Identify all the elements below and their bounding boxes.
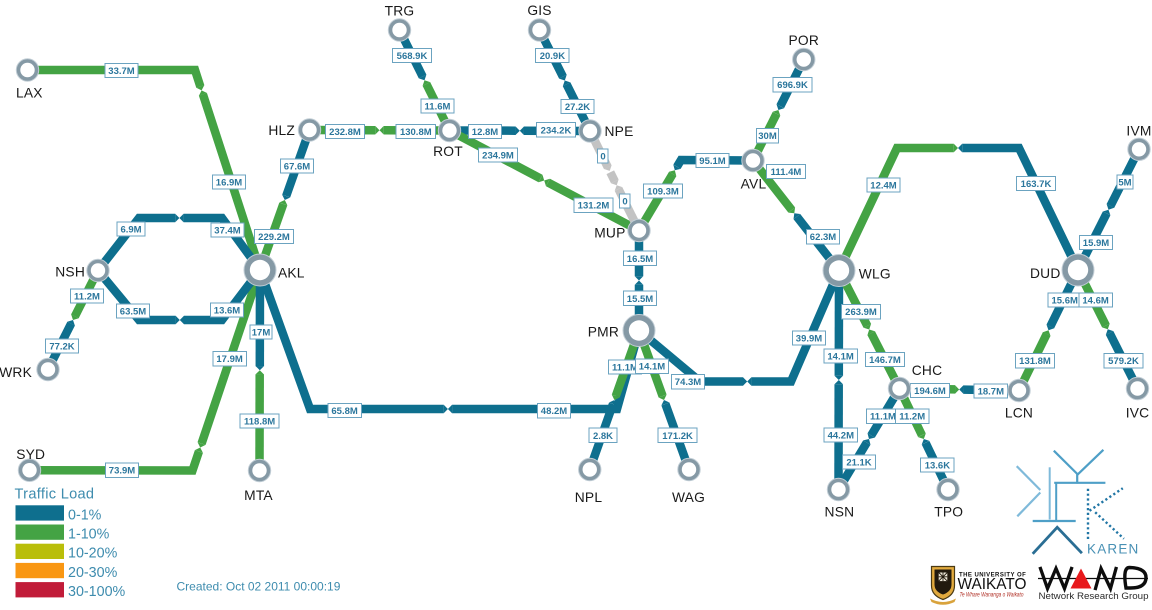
svg-text:65.8M: 65.8M: [331, 406, 357, 417]
svg-text:12.8M: 12.8M: [472, 127, 498, 138]
svg-text:12.4M: 12.4M: [870, 180, 896, 191]
svg-text:37.4M: 37.4M: [214, 225, 240, 236]
svg-text:NPE: NPE: [605, 124, 634, 139]
svg-text:ROT: ROT: [433, 144, 463, 159]
svg-text:74.3M: 74.3M: [675, 377, 701, 388]
svg-text:5M: 5M: [1118, 177, 1131, 188]
svg-text:13.6K: 13.6K: [925, 460, 950, 471]
svg-text:20-30%: 20-30%: [68, 565, 118, 581]
svg-text:17.9M: 17.9M: [216, 354, 242, 365]
svg-text:568.9K: 568.9K: [397, 51, 428, 62]
svg-text:Created: Oct 02 2011 00:00:19: Created: Oct 02 2011 00:00:19: [177, 580, 341, 594]
svg-text:DUD: DUD: [1030, 266, 1061, 281]
svg-text:AVL: AVL: [741, 177, 767, 192]
svg-text:11.2M: 11.2M: [74, 291, 100, 302]
svg-text:IVC: IVC: [1126, 406, 1150, 421]
svg-text:696.9K: 696.9K: [777, 80, 808, 91]
svg-text:33.7M: 33.7M: [108, 66, 134, 77]
svg-text:AKL: AKL: [278, 266, 305, 281]
svg-text:LCN: LCN: [1005, 406, 1033, 421]
svg-text:WAG: WAG: [672, 490, 705, 505]
svg-text:TPO: TPO: [934, 504, 963, 519]
svg-text:17M: 17M: [252, 327, 271, 338]
svg-text:PMR: PMR: [588, 325, 619, 340]
svg-text:SYD: SYD: [16, 447, 45, 462]
svg-text:77.2K: 77.2K: [49, 341, 74, 352]
svg-text:118.8M: 118.8M: [244, 416, 275, 427]
svg-text:MUP: MUP: [594, 226, 625, 241]
svg-text:WAIKATO: WAIKATO: [958, 576, 1027, 593]
svg-text:HLZ: HLZ: [268, 123, 295, 138]
svg-text:2.8K: 2.8K: [593, 431, 613, 442]
svg-text:163.7K: 163.7K: [1021, 179, 1052, 190]
svg-text:20.9K: 20.9K: [540, 51, 565, 62]
svg-text:63.5M: 63.5M: [120, 306, 146, 317]
svg-text:Traffic Load: Traffic Load: [15, 487, 95, 503]
svg-text:130.8M: 130.8M: [400, 127, 432, 138]
svg-text:27.2K: 27.2K: [565, 102, 590, 113]
svg-text:0: 0: [600, 151, 605, 162]
svg-text:15.9M: 15.9M: [1083, 238, 1109, 249]
svg-text:95.1M: 95.1M: [699, 156, 725, 167]
svg-text:131.2M: 131.2M: [578, 201, 610, 212]
svg-text:KAREN: KAREN: [1087, 542, 1140, 557]
svg-text:11.1M: 11.1M: [870, 412, 896, 423]
svg-text:WLG: WLG: [859, 267, 891, 282]
svg-text:44.2M: 44.2M: [828, 430, 854, 441]
svg-text:NPL: NPL: [575, 490, 603, 505]
svg-text:WRK: WRK: [0, 365, 33, 380]
svg-text:TRG: TRG: [385, 4, 415, 19]
svg-text:111.4M: 111.4M: [771, 167, 802, 178]
svg-text:IVM: IVM: [1126, 124, 1151, 139]
svg-text:Te Whare Wananga o Waikato: Te Whare Wananga o Waikato: [960, 591, 1024, 598]
svg-text:16.9M: 16.9M: [216, 177, 242, 188]
svg-text:62.3M: 62.3M: [810, 232, 836, 243]
svg-text:11.6M: 11.6M: [425, 101, 451, 112]
svg-text:232.8M: 232.8M: [329, 127, 361, 138]
svg-text:CHC: CHC: [912, 363, 943, 378]
svg-text:11.2M: 11.2M: [899, 412, 925, 423]
svg-text:263.9M: 263.9M: [845, 307, 877, 318]
svg-text:234.9M: 234.9M: [482, 150, 514, 161]
svg-text:15.6M: 15.6M: [1051, 295, 1077, 306]
svg-text:11.1M: 11.1M: [612, 362, 638, 373]
svg-text:NSH: NSH: [55, 265, 85, 280]
svg-text:GIS: GIS: [527, 3, 551, 18]
svg-text:10-20%: 10-20%: [68, 546, 118, 562]
svg-text:LAX: LAX: [16, 86, 43, 101]
svg-text:0: 0: [622, 196, 627, 207]
svg-text:21.1K: 21.1K: [846, 457, 871, 468]
svg-text:NSN: NSN: [825, 504, 855, 519]
svg-text:109.3M: 109.3M: [647, 186, 679, 197]
svg-text:67.6M: 67.6M: [284, 161, 310, 172]
svg-text:1-10%: 1-10%: [68, 527, 110, 543]
svg-text:THE UNIVERSITY OF: THE UNIVERSITY OF: [959, 572, 1026, 578]
svg-text:579.2K: 579.2K: [1108, 356, 1139, 367]
svg-text:48.2M: 48.2M: [541, 406, 567, 417]
svg-text:0-1%: 0-1%: [68, 507, 102, 523]
svg-text:16.5M: 16.5M: [627, 254, 653, 265]
svg-text:229.2M: 229.2M: [258, 232, 290, 243]
svg-text:73.9M: 73.9M: [109, 466, 135, 477]
svg-text:POR: POR: [789, 33, 820, 48]
svg-text:30-100%: 30-100%: [68, 584, 126, 600]
svg-text:194.6M: 194.6M: [914, 386, 946, 397]
svg-text:171.2K: 171.2K: [662, 431, 693, 442]
svg-text:13.6M: 13.6M: [214, 305, 240, 316]
svg-text:Network Research Group: Network Research Group: [1039, 591, 1149, 601]
svg-text:234.2K: 234.2K: [541, 125, 572, 136]
svg-text:146.7M: 146.7M: [869, 355, 901, 366]
svg-text:131.8M: 131.8M: [1019, 356, 1051, 367]
svg-text:MTA: MTA: [244, 488, 273, 503]
svg-text:14.1M: 14.1M: [639, 362, 665, 373]
svg-text:15.5M: 15.5M: [627, 294, 653, 305]
svg-text:39.9M: 39.9M: [796, 333, 822, 344]
svg-text:14.1M: 14.1M: [827, 351, 853, 362]
svg-text:6.9M: 6.9M: [120, 224, 141, 235]
svg-text:30M: 30M: [758, 131, 777, 142]
svg-text:14.6M: 14.6M: [1082, 295, 1108, 306]
svg-text:18.7M: 18.7M: [978, 386, 1004, 397]
